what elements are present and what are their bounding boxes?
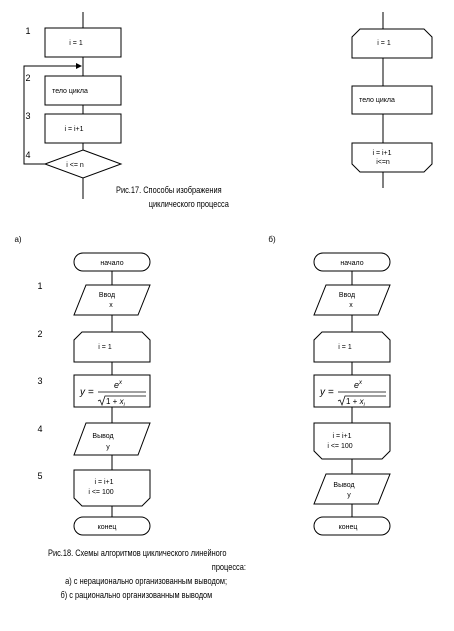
fig18-caption-line: б) с рационально организованным выводом bbox=[60, 590, 213, 601]
end-terminal bbox=[73, 516, 151, 536]
output-block bbox=[73, 422, 151, 456]
loop-end-label: i <= 100 bbox=[88, 489, 113, 496]
end-label: конец bbox=[98, 524, 117, 531]
fig18-a-flowchart bbox=[73, 252, 151, 536]
formula-numerator: ex bbox=[354, 380, 363, 390]
formula-y-ex-over-sqrt: y = ex 1 + xi bbox=[319, 380, 386, 408]
loop-body-block bbox=[44, 75, 122, 106]
fig17-caption: Рис.17. Способы изображения циклического… bbox=[116, 184, 229, 212]
input-block bbox=[73, 284, 151, 316]
fig18-caption: Рис.18. Схемы алгоритмов циклического ли… bbox=[48, 547, 246, 603]
fig18-b-labels: б) начало Ввод x i = 1 i = i+1 i <= 100 … bbox=[268, 235, 363, 531]
output-block bbox=[313, 473, 391, 505]
fig18-caption-line: Рис.18. Схемы алгоритмов циклического ли… bbox=[48, 548, 227, 559]
formula-lhs: y bbox=[79, 387, 86, 398]
loop-end-label: i = i+1 bbox=[94, 479, 113, 486]
input-variable: x bbox=[349, 302, 353, 309]
formula-y-ex-over-sqrt: y = ex 1 + xi bbox=[79, 380, 146, 408]
increment-label: i = i+1 bbox=[64, 126, 83, 133]
formula-sqrt bbox=[337, 395, 386, 407]
loop-end-block bbox=[351, 142, 433, 173]
start-label: начало bbox=[100, 260, 123, 267]
step-number: 3 bbox=[37, 376, 42, 386]
loop-end-block bbox=[313, 422, 391, 460]
input-variable: x bbox=[109, 302, 113, 309]
fig18-caption-line: процесса: bbox=[211, 562, 246, 573]
start-label: начало bbox=[340, 260, 363, 267]
fig17-caption-line: Рис.17. Способы изображения bbox=[116, 185, 222, 196]
output-variable: y bbox=[106, 444, 110, 451]
input-block bbox=[313, 284, 391, 316]
condition-label: i <= n bbox=[66, 162, 84, 169]
loop-start-label: i = 1 bbox=[98, 344, 112, 351]
formula-lhs: y bbox=[319, 387, 326, 398]
output-variable: y bbox=[347, 492, 351, 499]
fig18-caption-line: а) с нерационально организованным выводо… bbox=[65, 576, 228, 587]
input-label: Ввод bbox=[99, 292, 115, 299]
fig18-b-flowchart bbox=[313, 252, 391, 536]
init-label: i = 1 bbox=[69, 40, 83, 47]
step-number: 1 bbox=[25, 26, 30, 36]
variant-label: а) bbox=[14, 235, 21, 244]
loop-start-block bbox=[73, 331, 151, 363]
loop-start-block bbox=[351, 28, 433, 59]
formula-sqrt bbox=[97, 395, 146, 407]
output-label: Вывод bbox=[333, 482, 354, 489]
input-label: Ввод bbox=[339, 292, 355, 299]
output-label: Вывод bbox=[92, 433, 113, 440]
loop-start-label: i = 1 bbox=[338, 344, 352, 351]
step-number: 1 bbox=[37, 281, 42, 291]
step-number: 5 bbox=[37, 471, 42, 481]
init-process-block bbox=[44, 27, 122, 58]
fig17-right-labels: i = 1 тело цикла i = i+1 i<=n bbox=[359, 40, 395, 166]
loop-end-label: i = i+1 bbox=[372, 150, 391, 157]
formula-process-block bbox=[73, 374, 151, 408]
variant-label: б) bbox=[268, 235, 276, 244]
increment-block bbox=[44, 113, 122, 144]
fig18-a-labels: а) 1 2 3 4 5 начало Ввод x i = 1 Вывод y… bbox=[14, 235, 123, 531]
loop-end-label: i = i+1 bbox=[332, 433, 351, 440]
loop-end-block bbox=[73, 469, 151, 507]
formula-denominator: 1 + xi bbox=[346, 397, 366, 408]
fig17-left-labels: 1 2 3 4 i = 1 тело цикла i = i+1 i <= n bbox=[25, 26, 88, 169]
formula-equals: = bbox=[88, 387, 94, 398]
loop-back-arrow bbox=[23, 63, 82, 165]
loop-start-block bbox=[313, 331, 391, 363]
step-number: 4 bbox=[37, 424, 42, 434]
step-number: 3 bbox=[25, 111, 30, 121]
end-label: конец bbox=[339, 524, 358, 531]
step-number: 2 bbox=[25, 73, 30, 83]
loop-end-label: i <= 100 bbox=[327, 443, 352, 450]
formula-process-block bbox=[313, 374, 391, 408]
loop-end-label: i<=n bbox=[376, 159, 390, 166]
step-number: 2 bbox=[37, 329, 42, 339]
end-terminal bbox=[313, 516, 391, 536]
step-number: 4 bbox=[25, 150, 30, 160]
formula-numerator: ex bbox=[114, 380, 123, 390]
formula-denominator: 1 + xi bbox=[106, 397, 126, 408]
loop-body-label: тело цикла bbox=[359, 97, 395, 104]
formula-equals: = bbox=[328, 387, 334, 398]
fig17-left-flowchart bbox=[23, 12, 123, 199]
loop-body-label: тело цикла bbox=[52, 88, 88, 95]
fig17-right-flowchart bbox=[351, 12, 433, 188]
loop-start-label: i = 1 bbox=[377, 40, 391, 47]
fig17-caption-line: циклического процесса bbox=[148, 199, 229, 210]
loop-body-block bbox=[351, 85, 433, 115]
